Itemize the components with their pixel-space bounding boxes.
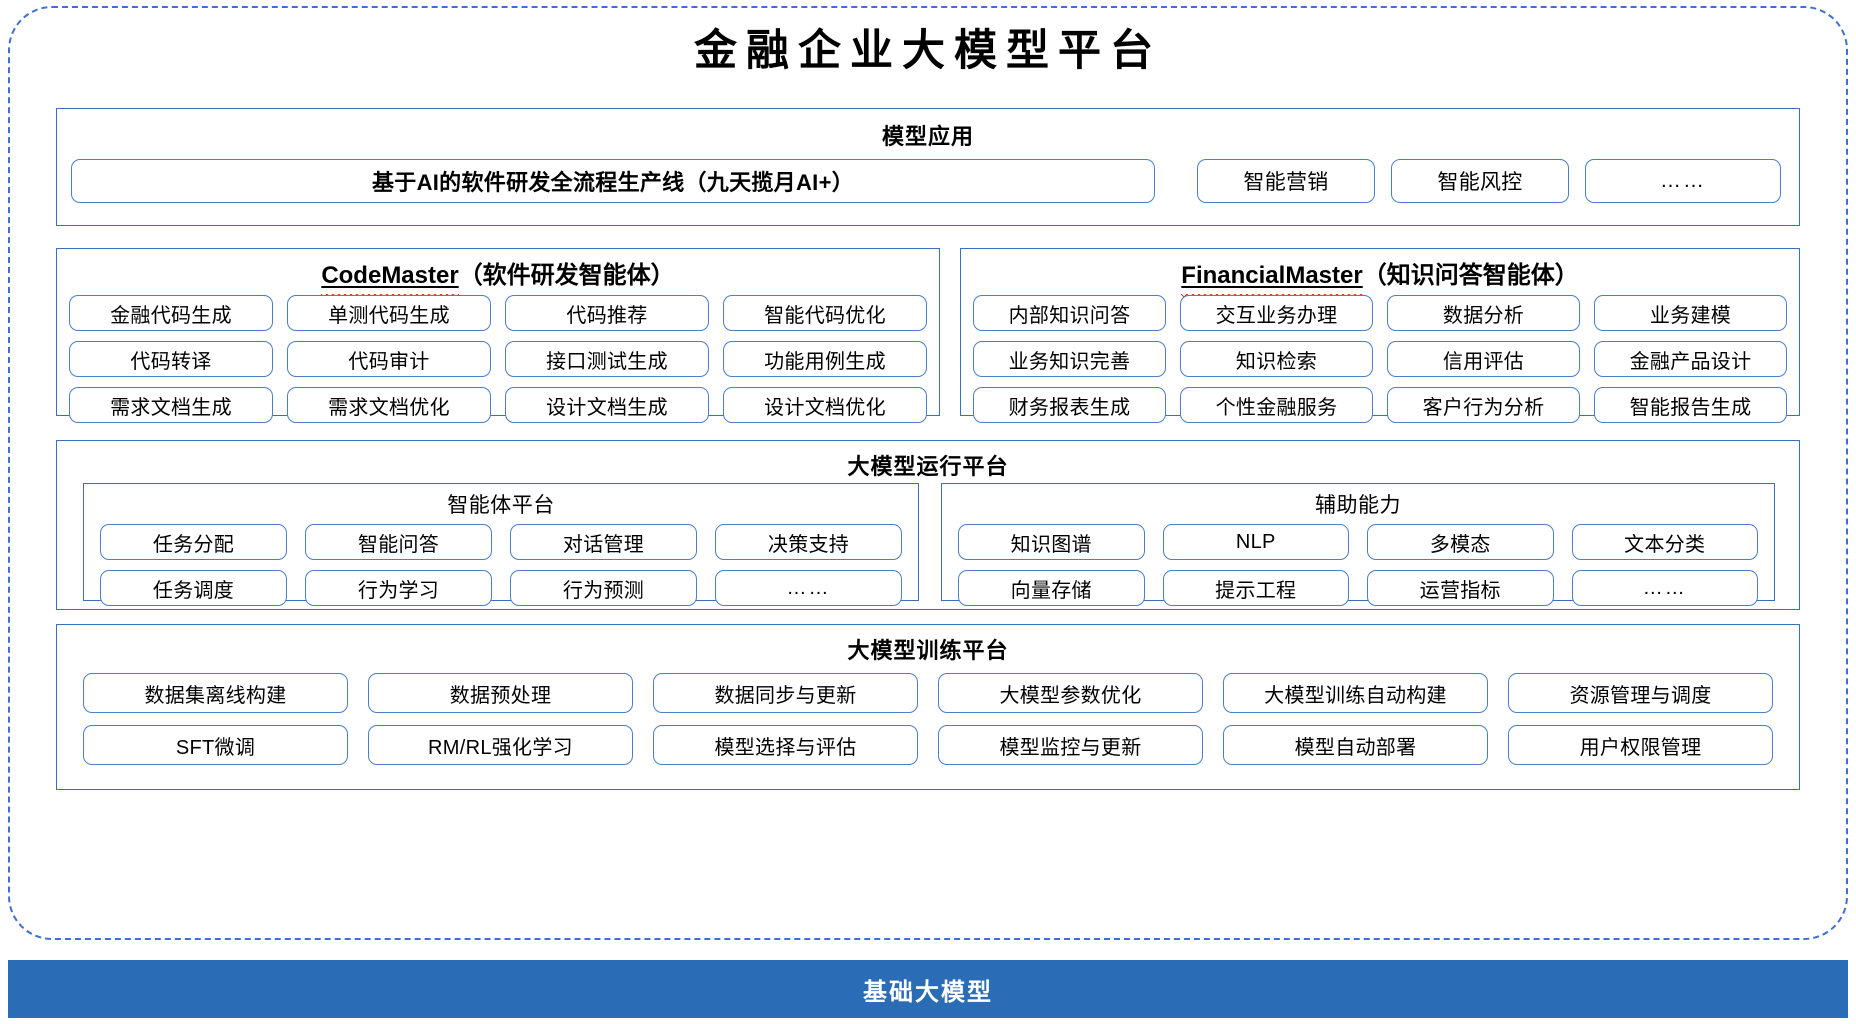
app-chip-more[interactable]: …… bbox=[1585, 159, 1781, 203]
section-title-financial-master: FinancialMaster（知识问答智能体） bbox=[961, 255, 1799, 299]
agent-platform-chip-5[interactable]: 行为学习 bbox=[305, 570, 492, 606]
financial-master-chip-11[interactable]: 智能报告生成 bbox=[1594, 387, 1787, 423]
agent-platform-grid: 任务分配 智能问答 对话管理 决策支持 任务调度 行为学习 行为预测 …… bbox=[100, 524, 902, 606]
training-chip-4[interactable]: 大模型训练自动构建 bbox=[1223, 673, 1488, 713]
financial-master-chip-9[interactable]: 个性金融服务 bbox=[1180, 387, 1373, 423]
financial-master-chip-2[interactable]: 数据分析 bbox=[1387, 295, 1580, 331]
training-chip-7[interactable]: RM/RL强化学习 bbox=[368, 725, 633, 765]
section-title-runtime-platform: 大模型运行平台 bbox=[847, 454, 1009, 479]
code-master-chip-11[interactable]: 设计文档优化 bbox=[723, 387, 927, 423]
training-chip-2[interactable]: 数据同步与更新 bbox=[653, 673, 918, 713]
code-master-chip-8[interactable]: 需求文档生成 bbox=[69, 387, 273, 423]
code-master-name-en: CodeMaster bbox=[321, 262, 460, 299]
aux-capability-chip-6[interactable]: 运营指标 bbox=[1367, 570, 1554, 606]
model-applications-row: 基于AI的软件研发全流程生产线（九天揽月AI+） 智能营销 智能风控 …… bbox=[71, 159, 1787, 203]
foundation-model-bar: 基础大模型 bbox=[8, 960, 1848, 1018]
code-master-name-cn: （软件研发智能体） bbox=[458, 262, 675, 289]
agent-platform-chip-1[interactable]: 智能问答 bbox=[305, 524, 492, 560]
section-title-model-applications: 模型应用 bbox=[881, 124, 974, 149]
financial-master-chip-4[interactable]: 业务知识完善 bbox=[973, 341, 1166, 377]
code-master-chip-6[interactable]: 接口测试生成 bbox=[505, 341, 709, 377]
training-chip-8[interactable]: 模型选择与评估 bbox=[653, 725, 918, 765]
app-chip-smart-marketing[interactable]: 智能营销 bbox=[1197, 159, 1375, 203]
training-chip-9[interactable]: 模型监控与更新 bbox=[938, 725, 1203, 765]
auxiliary-capability-grid: 知识图谱 NLP 多模态 文本分类 向量存储 提示工程 运营指标 …… bbox=[958, 524, 1758, 606]
training-chip-3[interactable]: 大模型参数优化 bbox=[938, 673, 1203, 713]
financial-master-chip-1[interactable]: 交互业务办理 bbox=[1180, 295, 1373, 331]
training-chip-11[interactable]: 用户权限管理 bbox=[1508, 725, 1773, 765]
agent-platform-chip-4[interactable]: 任务调度 bbox=[100, 570, 287, 606]
subsection-agent-platform: 智能体平台 任务分配 智能问答 对话管理 决策支持 任务调度 行为学习 行为预测… bbox=[83, 483, 919, 606]
agent-platform-chip-0[interactable]: 任务分配 bbox=[100, 524, 287, 560]
aux-capability-chip-5[interactable]: 提示工程 bbox=[1162, 570, 1349, 606]
agent-platform-chip-3[interactable]: 决策支持 bbox=[715, 524, 902, 560]
training-chip-0[interactable]: 数据集离线构建 bbox=[83, 673, 348, 713]
training-chip-6[interactable]: SFT微调 bbox=[83, 725, 348, 765]
financial-master-chip-10[interactable]: 客户行为分析 bbox=[1387, 387, 1580, 423]
aux-capability-chip-1[interactable]: NLP bbox=[1162, 524, 1349, 560]
aux-capability-chip-0[interactable]: 知识图谱 bbox=[958, 524, 1145, 560]
code-master-chip-3[interactable]: 智能代码优化 bbox=[723, 295, 927, 331]
financial-master-chip-5[interactable]: 知识检索 bbox=[1180, 341, 1373, 377]
agent-platform-chip-2[interactable]: 对话管理 bbox=[510, 524, 697, 560]
aux-capability-chip-more[interactable]: …… bbox=[1571, 570, 1758, 606]
section-financial-master: FinancialMaster（知识问答智能体） 内部知识问答 交互业务办理 数… bbox=[960, 248, 1800, 423]
code-master-chip-9[interactable]: 需求文档优化 bbox=[287, 387, 491, 423]
code-master-chip-0[interactable]: 金融代码生成 bbox=[69, 295, 273, 331]
code-master-chip-2[interactable]: 代码推荐 bbox=[505, 295, 709, 331]
subsection-auxiliary-capability: 辅助能力 知识图谱 NLP 多模态 文本分类 向量存储 提示工程 运营指标 …… bbox=[941, 483, 1775, 606]
financial-master-name-en: FinancialMaster bbox=[1181, 262, 1364, 299]
code-master-chip-4[interactable]: 代码转译 bbox=[69, 341, 273, 377]
aux-capability-chip-3[interactable]: 文本分类 bbox=[1571, 524, 1758, 560]
financial-master-chip-7[interactable]: 金融产品设计 bbox=[1594, 341, 1787, 377]
financial-master-chip-3[interactable]: 业务建模 bbox=[1594, 295, 1787, 331]
agent-platform-chip-6[interactable]: 行为预测 bbox=[510, 570, 697, 606]
aux-capability-chip-2[interactable]: 多模态 bbox=[1367, 524, 1554, 560]
section-training-platform: 大模型训练平台 数据集离线构建 数据预处理 数据同步与更新 大模型参数优化 大模… bbox=[56, 624, 1800, 790]
section-model-applications: 模型应用 基于AI的软件研发全流程生产线（九天揽月AI+） 智能营销 智能风控 … bbox=[56, 108, 1800, 226]
page-title: 金融企业大模型平台 bbox=[694, 26, 1162, 76]
app-chip-ai-sdlc[interactable]: 基于AI的软件研发全流程生产线（九天揽月AI+） bbox=[71, 159, 1155, 203]
code-master-chip-5[interactable]: 代码审计 bbox=[287, 341, 491, 377]
code-master-chip-7[interactable]: 功能用例生成 bbox=[723, 341, 927, 377]
section-title-code-master: CodeMaster（软件研发智能体） bbox=[57, 255, 939, 299]
aux-capability-chip-4[interactable]: 向量存储 bbox=[958, 570, 1145, 606]
code-master-chip-10[interactable]: 设计文档生成 bbox=[505, 387, 709, 423]
subsection-title-auxiliary-capability: 辅助能力 bbox=[1315, 494, 1401, 517]
financial-master-chip-6[interactable]: 信用评估 bbox=[1387, 341, 1580, 377]
financial-master-capability-grid: 内部知识问答 交互业务办理 数据分析 业务建模 业务知识完善 知识检索 信用评估… bbox=[973, 295, 1787, 423]
foundation-model-label: 基础大模型 bbox=[863, 978, 993, 1006]
section-code-master: CodeMaster（软件研发智能体） 金融代码生成 单测代码生成 代码推荐 智… bbox=[56, 248, 940, 423]
section-title-training-platform: 大模型训练平台 bbox=[847, 638, 1009, 663]
financial-master-name-cn: （知识问答智能体） bbox=[1362, 262, 1579, 289]
training-chip-5[interactable]: 资源管理与调度 bbox=[1508, 673, 1773, 713]
training-chip-10[interactable]: 模型自动部署 bbox=[1223, 725, 1488, 765]
code-master-chip-1[interactable]: 单测代码生成 bbox=[287, 295, 491, 331]
financial-master-chip-0[interactable]: 内部知识问答 bbox=[973, 295, 1166, 331]
agent-platform-chip-more[interactable]: …… bbox=[715, 570, 902, 606]
subsection-title-agent-platform: 智能体平台 bbox=[447, 494, 555, 517]
financial-master-chip-8[interactable]: 财务报表生成 bbox=[973, 387, 1166, 423]
platform-outer-frame bbox=[8, 6, 1848, 940]
app-chip-smart-risk-control[interactable]: 智能风控 bbox=[1391, 159, 1569, 203]
section-runtime-platform: 大模型运行平台 智能体平台 任务分配 智能问答 对话管理 决策支持 任务调度 行… bbox=[56, 440, 1800, 610]
training-platform-grid: 数据集离线构建 数据预处理 数据同步与更新 大模型参数优化 大模型训练自动构建 … bbox=[83, 673, 1773, 765]
training-chip-1[interactable]: 数据预处理 bbox=[368, 673, 633, 713]
code-master-capability-grid: 金融代码生成 单测代码生成 代码推荐 智能代码优化 代码转译 代码审计 接口测试… bbox=[69, 295, 927, 423]
